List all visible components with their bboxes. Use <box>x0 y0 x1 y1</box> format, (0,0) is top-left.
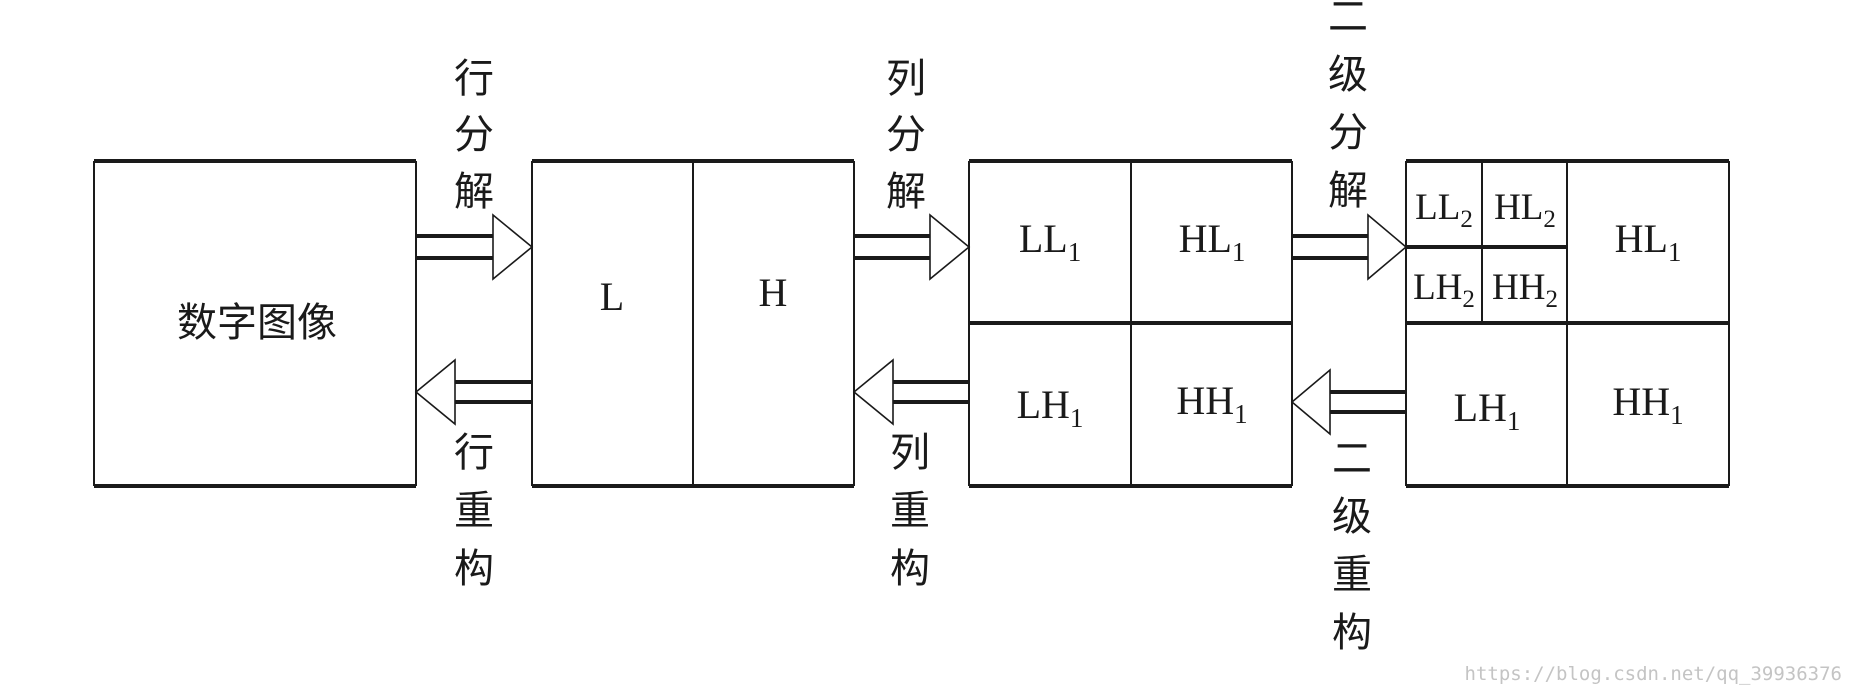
col-decompose-char: 列 <box>886 56 926 102</box>
l-subband-label: L <box>600 274 624 319</box>
h-subband-label: H <box>759 270 788 315</box>
level2-decompose-char: 级 <box>1328 52 1368 98</box>
level1-box: LL1 HL1 LH1 HH1 <box>968 159 1293 488</box>
col-reconstruct-char: 重 <box>890 488 930 534</box>
lh1-label: LH1 <box>1017 382 1084 433</box>
col-reconstruct-arrow <box>852 358 969 426</box>
row-reconstruct-char: 重 <box>454 488 494 534</box>
level2-reconstruct-arrow <box>1290 368 1406 436</box>
level2-decompose-arrow <box>1292 213 1408 281</box>
row-decompose-char: 行 <box>454 56 494 102</box>
level2-reconstruct-char: 重 <box>1332 552 1372 598</box>
level2-hl1-label: HL1 <box>1615 216 1682 267</box>
col-reconstruct-label: 列 重 构 <box>890 430 930 592</box>
hl2-label: HL2 <box>1494 187 1556 233</box>
lh-box: L H <box>531 159 855 488</box>
row-decompose-char: 分 <box>454 112 494 158</box>
row-reconstruct-arrow <box>414 358 532 426</box>
row-reconstruct-char: 构 <box>454 546 494 592</box>
level2-decompose-char: 二 <box>1328 0 1368 40</box>
level2-reconstruct-char: 二 <box>1332 436 1372 482</box>
level2-reconstruct-char: 级 <box>1332 494 1372 540</box>
image-box: 数字图像 <box>93 159 417 488</box>
row-decompose-arrow <box>416 213 534 281</box>
row-reconstruct-label: 行 重 构 <box>454 430 494 592</box>
hh2-label: HH2 <box>1492 267 1558 313</box>
ll1-label: LL1 <box>1019 216 1081 267</box>
hl1-label: HL1 <box>1179 216 1246 267</box>
level2-decompose-label: 二 级 分 解 <box>1328 0 1368 214</box>
col-reconstruct-char: 构 <box>890 546 930 592</box>
level2-hh1-label: HH1 <box>1612 379 1683 430</box>
level2-lh1-label: LH1 <box>1454 385 1521 436</box>
level2-reconstruct-label: 二 级 重 构 <box>1332 436 1372 656</box>
watermark-text: https://blog.csdn.net/qq_39936376 <box>1465 663 1843 685</box>
level2-box: LL2 HL2 LH2 HH2 HL1 LH1 HH1 <box>1405 159 1730 488</box>
hh1-label: HH1 <box>1176 378 1247 429</box>
col-decompose-label: 列 分 解 <box>886 56 926 215</box>
col-decompose-arrow <box>854 213 971 281</box>
level2-decompose-char: 解 <box>1328 168 1368 214</box>
row-decompose-char: 解 <box>454 169 494 215</box>
lh2-label: LH2 <box>1413 267 1475 313</box>
row-reconstruct-char: 行 <box>454 430 494 476</box>
col-decompose-char: 解 <box>886 169 926 215</box>
row-decompose-label: 行 分 解 <box>454 56 494 215</box>
level2-decompose-char: 分 <box>1328 110 1368 156</box>
col-decompose-char: 分 <box>886 112 926 158</box>
level2-reconstruct-char: 构 <box>1332 610 1372 656</box>
image-box-label: 数字图像 <box>177 300 337 346</box>
col-reconstruct-char: 列 <box>890 430 930 476</box>
ll2-label: LL2 <box>1415 187 1473 233</box>
